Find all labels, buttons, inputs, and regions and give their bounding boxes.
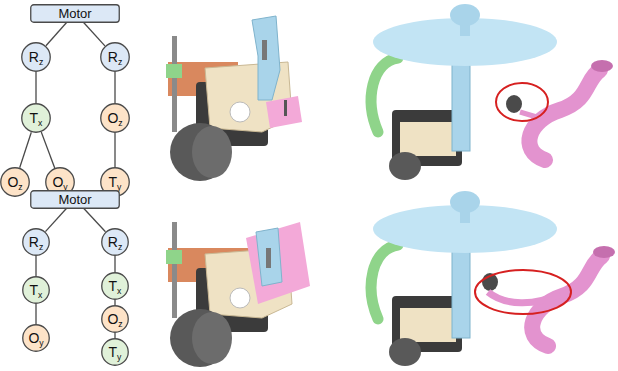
node-label: Oz: [107, 312, 122, 326]
node-label: Oy: [52, 175, 67, 189]
joint-circle: Oz: [101, 305, 129, 333]
node-label: Rz: [108, 50, 122, 64]
tree-link: [114, 256, 115, 272]
teapot-model: [371, 4, 613, 180]
tree-link: [84, 23, 105, 46]
node-label: Rz: [29, 50, 43, 64]
joint-circle: Tx: [101, 272, 129, 300]
node-label: Motor: [58, 7, 91, 20]
node-label: Motor: [58, 193, 91, 206]
tree-link: [84, 209, 106, 232]
joint-circle: Oy: [22, 324, 50, 352]
tree-link: [35, 256, 36, 276]
robot-model: [166, 16, 302, 181]
node-label: Rz: [29, 235, 43, 249]
motor-box: Motor: [30, 4, 120, 23]
tree-link: [114, 300, 115, 305]
node-label: Oz: [107, 111, 122, 125]
node-label: Tx: [30, 283, 43, 297]
teapot-model: [371, 191, 615, 366]
joint-circle: Rz: [22, 228, 50, 256]
node-label: Oy: [28, 331, 43, 345]
joint-circle: Rz: [100, 42, 130, 72]
tree-link: [35, 304, 36, 324]
tree-link: [35, 72, 36, 103]
robot-model: [166, 222, 310, 367]
tree-link: [20, 132, 32, 167]
node-label: Oz: [7, 175, 22, 189]
node-label: Tx: [30, 111, 43, 125]
tree-link: [46, 23, 67, 46]
joint-circle: Rz: [101, 228, 129, 256]
joint-circle: Ty: [101, 338, 129, 366]
tree-link: [41, 132, 54, 168]
node-label: Tx: [109, 279, 122, 293]
node-label: Rz: [108, 235, 122, 249]
node-label: Ty: [109, 175, 122, 189]
joint-circle: Oz: [100, 103, 130, 133]
node-label: Ty: [109, 345, 122, 359]
motor-box: Motor: [30, 190, 120, 209]
joint-circle: Rz: [21, 42, 51, 72]
tree-link: [114, 133, 115, 167]
joint-circle: Tx: [21, 103, 51, 133]
joint-circle: Tx: [22, 276, 50, 304]
joint-circle: Oz: [0, 167, 30, 197]
tree-link: [45, 209, 66, 232]
tree-link: [114, 72, 115, 103]
tree-link: [114, 333, 115, 338]
